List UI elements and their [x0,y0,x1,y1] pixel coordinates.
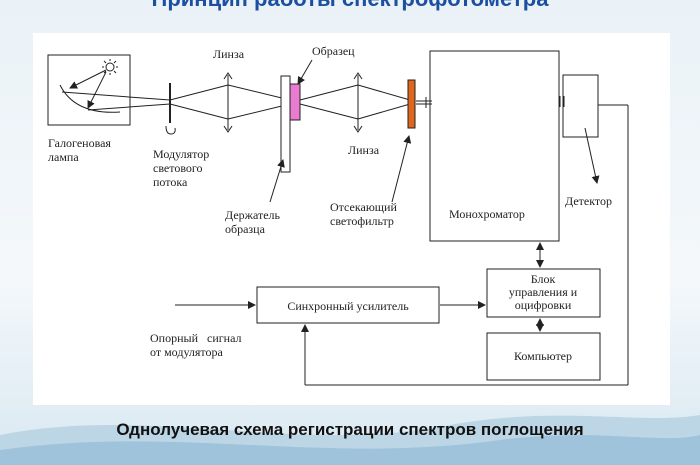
control-block [486,268,601,318]
modulator-label-line2: светового [153,161,203,175]
computer-label: Компьютер [514,349,572,363]
filter-label-line1: Отсекающий [330,200,397,214]
sample-cuvette [289,83,301,121]
monochromator-label: Монохроматор [449,207,525,221]
monochromator-box [429,50,560,242]
control-label-line3: оцифровки [515,298,572,312]
background-wave [0,415,700,465]
light-modulator [165,83,176,135]
amplifier-label: Синхронный усилитель [287,299,409,313]
amplifier-block [256,286,440,324]
control-label-line1: Блок [531,272,556,286]
lens-bottom-label: Линза [348,143,380,157]
modulator-label-line3: потока [153,175,188,189]
modulator-label-line1: Модулятор [153,147,209,161]
diagram-panel: Линза Образец Галогеновая лампа Модулято… [33,33,670,405]
computer-block [486,332,601,381]
holder-label-line1: Держатель [225,208,281,222]
detector-box [562,74,599,138]
lens-2 [353,72,363,133]
reference-label-line1: Опорный сигнал [150,331,242,345]
lamp-label-line2: лампа [48,150,79,164]
filter-label-line2: светофильтр [330,214,394,228]
lens-top-label: Линза [213,47,245,61]
lens-1 [223,72,233,133]
cutoff-filter [407,79,416,129]
spectrophotometer-diagram: Линза Образец Галогеновая лампа Модулято… [47,44,629,386]
halogen-lamp [47,54,131,126]
figure-caption: Однолучевая схема регистрации спектров п… [116,420,584,439]
holder-label-line2: образца [225,222,266,236]
page-title: Принцип работы спектрофотометра [0,0,700,12]
detector-label: Детектор [565,194,612,208]
control-label-line2: управления и [509,285,578,299]
sample-label: Образец [312,44,355,58]
lamp-label-line1: Галогеновая [48,136,111,150]
reference-label-line2: от модулятора [150,345,224,359]
sample-holder [280,75,301,173]
light-beam [61,84,432,120]
